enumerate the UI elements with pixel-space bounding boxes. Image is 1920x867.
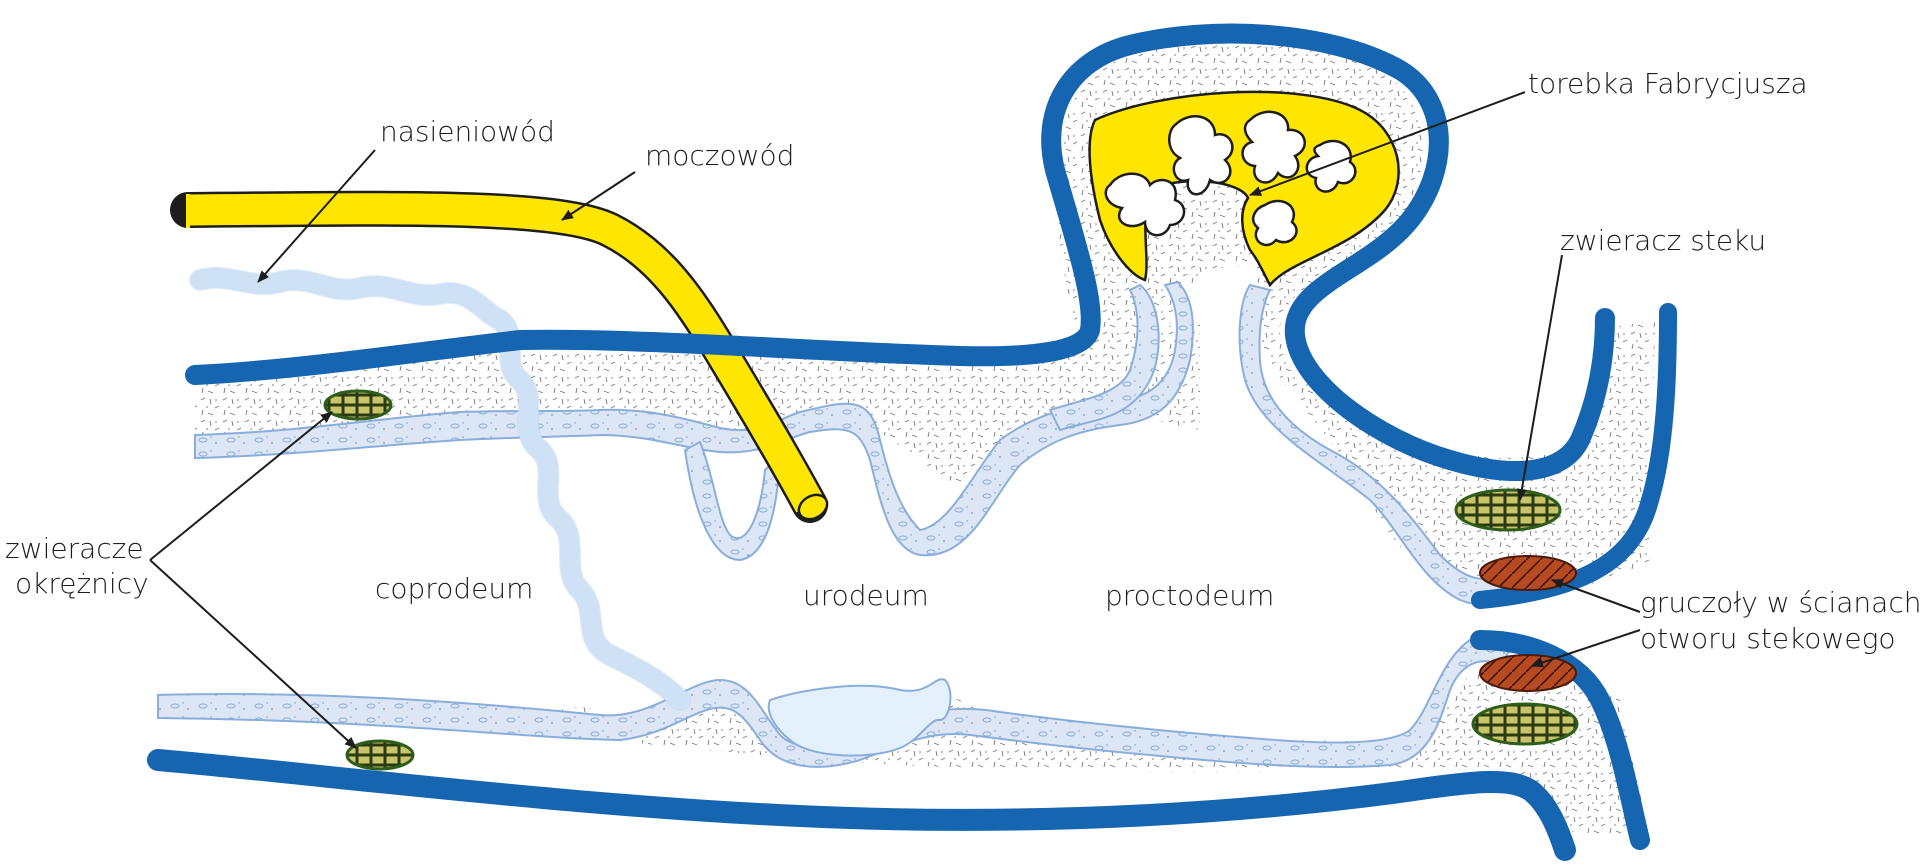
arrow-zwieracze-upper: [149, 411, 333, 561]
arrow-torebka: [1249, 91, 1526, 196]
arrow-gruczoly-upper: [1551, 579, 1641, 613]
cloacal-gland-upper: [1479, 555, 1577, 591]
label-nasieniowod: nasieniowód: [380, 115, 555, 148]
label-zwieracz-steku: zwieracz steku: [1560, 224, 1766, 257]
label-moczowod: moczowód: [645, 139, 794, 172]
cloacal-gland-lower: [1479, 654, 1577, 692]
upper-mucosa: [194, 280, 1194, 557]
arrow-gruczoly-lower: [1531, 629, 1641, 668]
label-gruczoly-line1: gruczoły w ścianach: [1640, 586, 1920, 619]
cloacal-sphincter-lower: [1471, 702, 1579, 746]
label-zwieracze-line2: okrężnicy: [15, 567, 149, 600]
arrow-nasieniowod: [257, 149, 376, 283]
label-gruczoly-line2: otworu stekowego: [1640, 622, 1896, 655]
lower-wall-tissue: [158, 658, 1650, 840]
upper-outer-wall: [185, 23, 1615, 481]
colon-sphincter-lower: [345, 739, 415, 771]
lower-outer-wall: [147, 749, 1576, 861]
cloacal-sphincter-upper: [1454, 488, 1562, 532]
label-zwieracze-line1: zwieracze: [5, 532, 144, 565]
arrow-zwieracze-lower: [149, 559, 357, 749]
label-urodeum: urodeum: [803, 579, 929, 612]
vas-deferens: [190, 267, 690, 710]
urodeum-sac: [767, 678, 952, 757]
bursa-stalk-left: [1048, 283, 1160, 432]
label-proctodeum: proctodeum: [1105, 579, 1274, 612]
arrow-moczowod: [561, 171, 636, 221]
colon-sphincter-upper: [323, 389, 393, 421]
bursa-fabricius: [1088, 90, 1400, 288]
label-coprodeum: coprodeum: [375, 572, 533, 605]
arrow-zwieracz-steku: [1516, 254, 1563, 501]
vent-wall: [1470, 630, 1650, 850]
label-torebka: torebka Fabrycjusza: [1528, 67, 1808, 100]
